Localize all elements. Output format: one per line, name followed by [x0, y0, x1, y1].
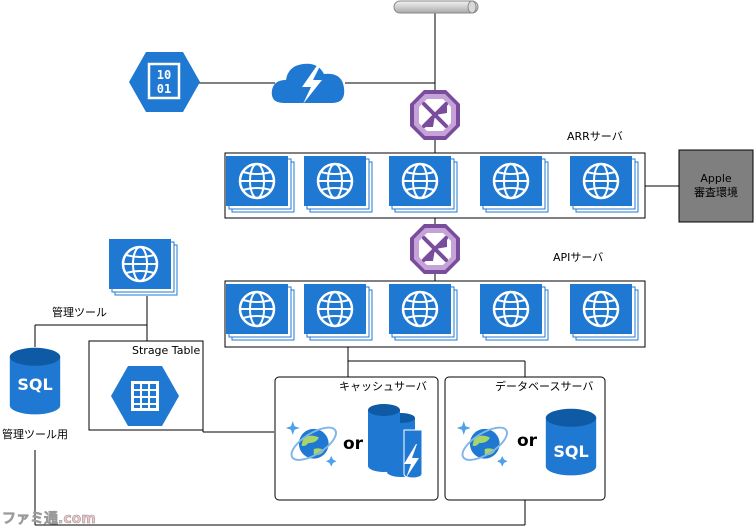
- api-web-app-icon: [389, 284, 459, 342]
- admin-tool-db-label: 管理ツール用: [2, 427, 68, 441]
- admin-sql-text: SQL: [17, 375, 52, 394]
- arr-web-app-icon: [389, 156, 459, 214]
- apple-label: Apple: [700, 172, 732, 185]
- arr-web-app-icon: [570, 156, 640, 214]
- database-server-label: データベースサーバ: [495, 379, 593, 393]
- watermark: ファミ通.com: [2, 511, 96, 526]
- db-sql-db: SQL: [545, 408, 597, 476]
- binary-data-icon: 10 01: [129, 52, 200, 112]
- internet-pipe: [393, 0, 479, 14]
- db-sql-text: SQL: [553, 442, 588, 461]
- api-web-app-icon: [304, 284, 374, 342]
- apple-review-label: 審査環境: [694, 185, 738, 199]
- api-server-label: APIサーバ: [553, 251, 603, 264]
- apple-review-env: Apple 審査環境: [678, 149, 754, 223]
- arr-web-app-icon: [304, 156, 374, 214]
- db-or-text: or: [517, 431, 538, 451]
- arr-load-balancer-icon: [409, 89, 461, 141]
- storage-table-icon: [111, 366, 179, 426]
- binary-bottom-text: 01: [157, 82, 171, 96]
- cache-or-text: or: [343, 434, 364, 454]
- admin-tool-web-app-icon: [109, 239, 179, 297]
- cloud-lightning-icon: [271, 63, 345, 104]
- arr-web-app-icon: [226, 156, 296, 214]
- api-web-app-icon: [480, 284, 550, 342]
- api-web-app-icon: [570, 284, 640, 342]
- binary-top-text: 10: [157, 68, 171, 82]
- api-load-balancer-icon: [409, 223, 461, 275]
- cache-lightning-icon: [368, 404, 423, 479]
- cache-server-label: キャッシュサーバ: [339, 380, 427, 393]
- api-web-app-icon: [226, 284, 296, 342]
- admin-tool-label: 管理ツール: [52, 305, 107, 319]
- arr-server-label: ARRサーバ: [567, 130, 623, 143]
- admin-sql-db: SQL: [9, 347, 61, 415]
- arr-web-app-icon: [480, 156, 550, 214]
- storage-table-label: Strage Table: [132, 344, 200, 357]
